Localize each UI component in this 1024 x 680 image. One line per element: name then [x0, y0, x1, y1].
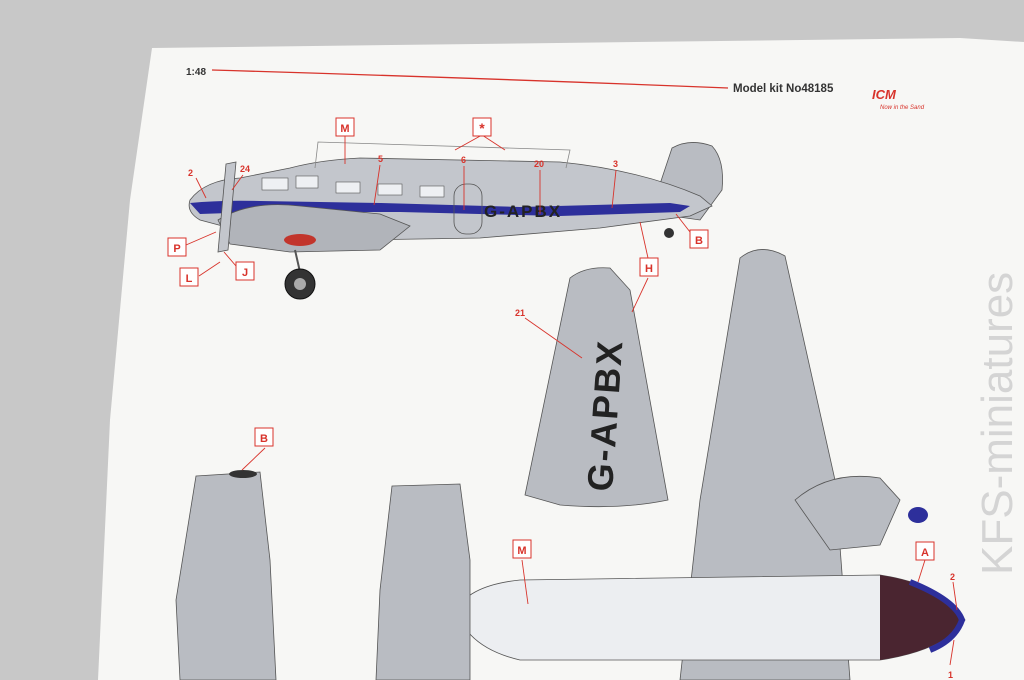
cabin-window [335, 181, 361, 194]
engine-cowling [794, 475, 901, 551]
callout-number: 21 [515, 308, 525, 318]
cabin-window [295, 175, 319, 189]
callout-number: 2 [950, 572, 955, 582]
svg-text:M: M [340, 123, 349, 135]
landing-gear-strut [294, 249, 301, 273]
nacelle-red-detail [284, 234, 316, 246]
svg-text:J: J [242, 267, 248, 279]
tailplane-surface [175, 471, 277, 680]
brand-tagline: Now in the Sand [880, 105, 925, 111]
spinner [908, 507, 928, 523]
wing-surface [524, 267, 669, 508]
scale-label: 1:48 [186, 67, 206, 78]
callout-box-L: L [179, 267, 199, 287]
cabin-window [377, 183, 403, 196]
cabin-window [419, 185, 445, 198]
brand-logo: ICM [872, 87, 897, 102]
cheatline-stripe [190, 200, 690, 216]
callout-leaders [185, 134, 958, 666]
callout-box-P: P [167, 237, 187, 257]
callout-box-H: H [639, 257, 659, 277]
tailplane-left [175, 470, 277, 680]
canopy-frame [314, 141, 571, 169]
tail-wheel [664, 228, 674, 238]
top-view-wing [679, 249, 928, 680]
svg-text:L: L [186, 273, 193, 285]
callout-number: 2 [188, 168, 193, 178]
callout-number: 24 [240, 164, 250, 174]
aircraft-side-profile: G-APBX [188, 141, 723, 300]
svg-text:B: B [695, 235, 703, 247]
top-wing-surface [679, 249, 851, 680]
svg-text:B: B [260, 433, 268, 445]
tailplane-right [375, 483, 471, 680]
svg-text:A: A [921, 547, 929, 559]
tailplane-surface [375, 483, 471, 680]
callout-box-B-side: B [689, 229, 709, 249]
callout-number: 6 [461, 155, 466, 165]
callout-box-asterisk: * [472, 117, 492, 137]
side-registration: G-APBX [484, 202, 562, 221]
svg-text:H: H [645, 263, 653, 275]
callout-number: 20 [534, 159, 544, 169]
nose-stripe [908, 579, 966, 653]
callout-number: 3 [613, 159, 618, 169]
callout-box-M-top: M [335, 117, 355, 137]
watermark-text: KFS-miniatures [973, 272, 1022, 575]
antenna-base [229, 470, 257, 478]
callout-box-J: J [235, 261, 255, 281]
callout-box-B-tail: B [254, 427, 274, 447]
propeller-blade [217, 161, 237, 253]
svg-text:*: * [479, 120, 485, 136]
cabin-door [453, 183, 483, 235]
nose-panel [880, 575, 965, 660]
model-kit-label: Model kit No48185 [733, 83, 834, 95]
callout-number: 1 [948, 670, 953, 680]
svg-text:M: M [517, 545, 526, 557]
cockpit-window [261, 177, 289, 191]
callout-number: 5 [378, 154, 383, 164]
wheel-hub [294, 278, 306, 290]
svg-text:P: P [173, 243, 180, 255]
upper-wing-panel: G-APBX [524, 267, 669, 508]
callout-box-M-bottom: M [512, 539, 532, 559]
header-rule [211, 69, 729, 89]
top-view-fuselage [455, 574, 966, 661]
callout-box-A: A [915, 541, 935, 561]
